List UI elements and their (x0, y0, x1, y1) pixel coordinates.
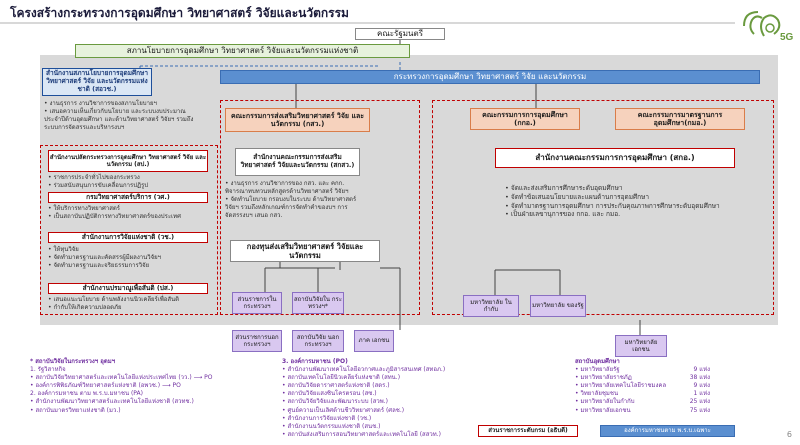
ohec-office-box: สำนักงานคณะกรรมการการอุดมศึกษา (สกอ.) (495, 148, 735, 168)
unit-state-in-ministry: ส่วนราชการใน กระทรวงฯ (232, 292, 282, 314)
oap-notes: • เสนอแนะนโยบาย ด้านพลังงานนิวเคลียร์เพื… (48, 296, 180, 312)
ohec-notes: • จัดและส่งเสริมการศึกษาระดับอุดมศึกษา •… (505, 184, 720, 219)
ops-office-box: สำนักงานปลัดกระทรวงการอุดมศึกษา วิทยาศาส… (48, 150, 208, 172)
ops-office-notes: • ราชการประจำทั่วไปของกระทรวง • ร่วมสนับ… (48, 174, 149, 190)
policy-council-box: สภานโยบายการอุดมศึกษา วิทยาศาสตร์ วิจัยแ… (75, 44, 410, 58)
title-divider (0, 22, 735, 24)
legend-blue-box: องค์การมหาชนตาม พ.ร.บ.เฉพาะ (600, 425, 735, 437)
nrct-notes: • ให้ทุนวิจัย • จัดทำมาตรฐานและคัดสรรผู้… (48, 246, 162, 270)
sci-dept-box: กรมวิทยาศาสตร์บริการ (วศ.) (48, 192, 208, 203)
cabinet-box: คณะรัฐมนตรี (355, 28, 445, 40)
unit-private: ภาค เอกชน (354, 330, 394, 352)
logo: 5G (740, 6, 795, 44)
policy-office-box: สำนักงานสภานโยบายการอุดมศึกษา วิทยาศาสตร… (42, 68, 152, 96)
footnotes-left: * สถาบันวิจัยในกระทรวงฯ อุดมฯ 1. รัฐวิสา… (30, 358, 213, 414)
tsri-notes: • งานธุรการ งานวิชาการของ กสว. และ คกก. … (225, 180, 357, 220)
tsri-office-box: สำนักงานคณะกรรมการส่งเสริมวิทยาศาสตร์ วิ… (235, 148, 360, 176)
unit-univ-autonomous: มหาวิทยาลัย ในกำกับ (463, 295, 519, 317)
right-dashed-group (432, 100, 774, 315)
ministry-box: กระทรวงการอุดมศึกษา วิทยาศาสตร์ วิจัย แล… (220, 70, 760, 84)
page-number: 6 (786, 430, 792, 439)
left-dashed-group (40, 145, 218, 315)
fund-box: กองทุนส่งเสริมวิทยาศาสตร์ วิจัยและนวัตกร… (230, 240, 380, 262)
policy-office-notes: • งานธุรการ งานวิชาการของสภานโยบายฯ • เส… (44, 100, 194, 132)
unit-state-outside: ส่วนราชการนอก กระทรวงฯ (232, 330, 282, 352)
tsri-board-box: คณะกรรมการส่งเสริมวิทยาศาสตร์ วิจัย และน… (225, 108, 370, 132)
oap-box: สำนักงานปรมาณูเพื่อสันติ (ปส.) (48, 283, 208, 294)
sci-dept-notes: • ให้บริการทางวิทยาศาสตร์ • เป็นสถาบันปฏ… (48, 205, 181, 221)
standard-board-box: คณะกรรมการมาตรฐานการอุดมศึกษา(กมอ.) (615, 108, 745, 130)
page-title: โครงสร้างกระทรวงการอุดมศึกษา วิทยาศาสตร์… (10, 6, 349, 20)
svg-text:5G: 5G (780, 32, 794, 43)
footnotes-middle: 3. องค์การมหาชน (PO) • สำนักงานพัฒนาเทคโ… (282, 358, 446, 438)
unit-research-outside: สถาบันวิจัย นอกกระทรวงฯ (292, 330, 344, 352)
middle-dashed-group (220, 100, 420, 315)
legend-red-box: ส่วนราชการระดับกรม (อธิบดี) (478, 425, 578, 437)
unit-univ-private: มหาวิทยาลัย เอกชน (615, 335, 667, 357)
unit-research-in-ministry: สถาบันวิจัยใน กระทรวงฯ* (292, 292, 344, 314)
nrct-box: สำนักงานการวิจัยแห่งชาติ (วช.) (48, 232, 208, 243)
unit-univ-state: มหาวิทยาลัย ของรัฐ (530, 295, 586, 317)
ohec-board-box: คณะกรรมการการอุดมศึกษา (กกอ.) (470, 108, 580, 130)
